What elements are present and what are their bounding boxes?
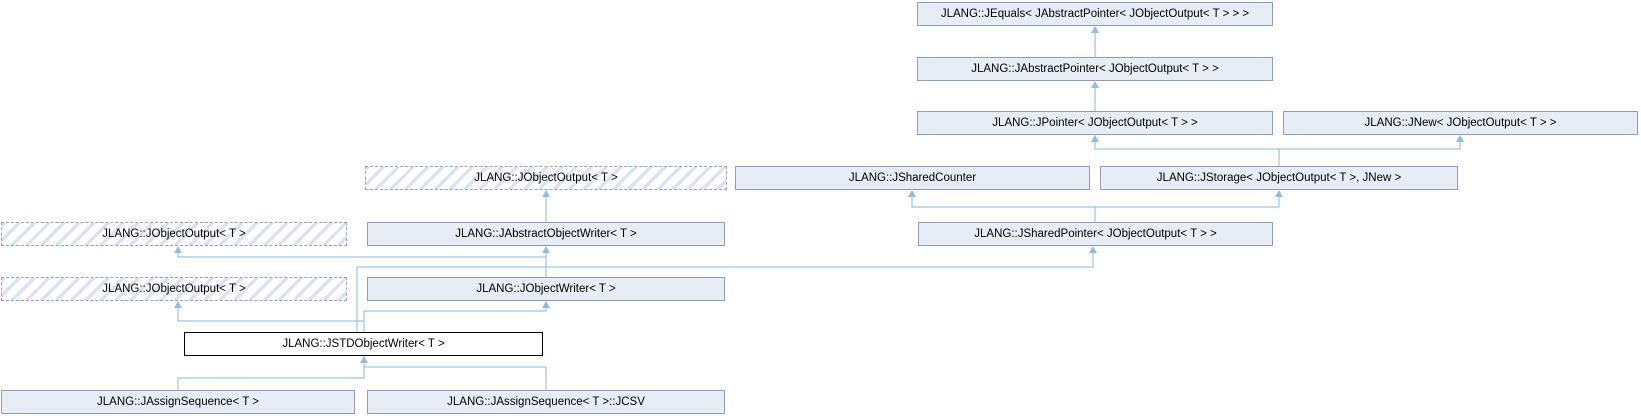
class-node-jsharedpointer[interactable]: JLANG::JSharedPointer< JObjectOutput< T … [918,222,1273,246]
class-node-jobjectoutput-a: JLANG::JObjectOutput< T > [365,166,727,190]
class-node-jpointer[interactable]: JLANG::JPointer< JObjectOutput< T > > [917,111,1273,135]
class-node-jobjectoutput-b: JLANG::JObjectOutput< T > [1,222,347,246]
class-node-jabstractobjectwriter[interactable]: JLANG::JAbstractObjectWriter< T > [367,222,725,246]
class-node-jstorage[interactable]: JLANG::JStorage< JObjectOutput< T >, JNe… [1100,166,1458,190]
class-node-jassignsequence-jcsv[interactable]: JLANG::JAssignSequence< T >::JCSV [367,390,725,414]
class-node-jassignsequence[interactable]: JLANG::JAssignSequence< T > [1,390,355,414]
class-node-jabstractpointer[interactable]: JLANG::JAbstractPointer< JObjectOutput< … [917,57,1273,81]
class-node-jequals[interactable]: JLANG::JEquals< JAbstractPointer< JObjec… [917,2,1273,26]
class-node-jsharedcounter[interactable]: JLANG::JSharedCounter [735,166,1090,190]
class-node-jnew[interactable]: JLANG::JNew< JObjectOutput< T > > [1283,111,1638,135]
class-node-jobjectoutput-c: JLANG::JObjectOutput< T > [1,277,347,301]
class-node-jstdobjectwriter: JLANG::JSTDObjectWriter< T > [184,332,543,356]
class-node-jobjectwriter[interactable]: JLANG::JObjectWriter< T > [367,277,725,301]
